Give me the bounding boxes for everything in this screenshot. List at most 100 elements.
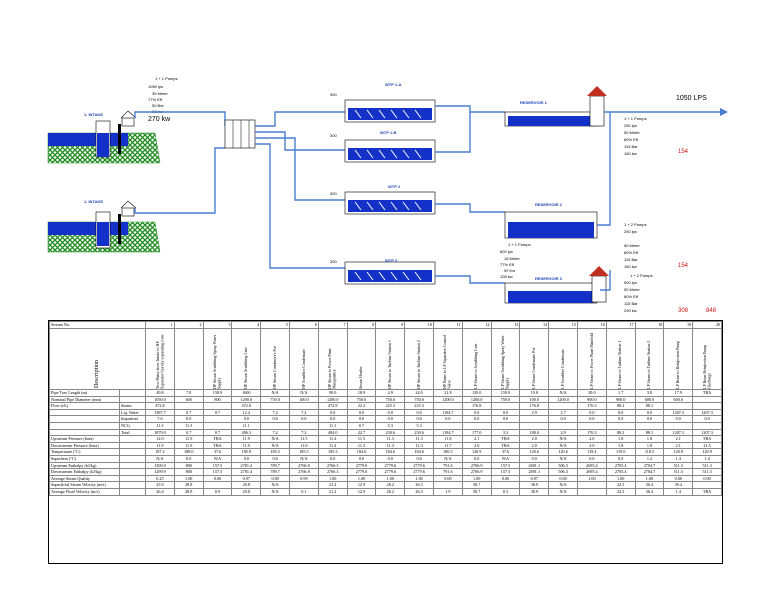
pump-r3-line-6: 290 kw: [624, 308, 637, 313]
table-cell: N/A: [548, 481, 578, 489]
table-cell: 185.5: [289, 448, 319, 456]
row-sublabel: [118, 395, 147, 404]
table-cell: 1.9: [432, 487, 463, 496]
pump-r2-power: 154: [678, 263, 689, 269]
table-cell: 176.8: [519, 402, 550, 410]
table-cell: 0.0: [231, 415, 262, 423]
table-cell: 472.8: [145, 402, 175, 410]
stream-number: 12: [461, 321, 492, 329]
table-cell: 1207.3: [692, 428, 722, 437]
table-cell: 11.3: [145, 421, 175, 430]
pump-mid-line-3: 18 Meter: [504, 256, 520, 261]
table-cell: 0.9: [202, 487, 233, 496]
table-cell: 2704.7: [634, 468, 665, 476]
table-cell: 157.5: [202, 468, 233, 476]
table-cell: 0.97: [519, 474, 550, 483]
table-cell: 37.6: [490, 448, 521, 456]
table-cell: 38.9: [519, 487, 550, 496]
table-cell: 600.0: [634, 395, 665, 404]
table-cell: 0.0: [173, 415, 204, 423]
table-cell: 184.6: [346, 448, 377, 456]
table-cell: 21.8: [432, 389, 463, 397]
wtp-1b: 300 WTP 1-B: [330, 130, 436, 163]
table-cell: TBA: [202, 435, 233, 443]
table-cell: 187.2: [145, 448, 175, 456]
table-cell: 36.4: [634, 487, 665, 496]
stream-description: [173, 328, 204, 390]
table-cell: 21.2: [317, 487, 348, 496]
table-cell: 100.0: [519, 395, 550, 404]
table-cell: 58.7: [461, 487, 492, 496]
row-sublabel: Total: [118, 428, 147, 437]
stream-description-text: HP Brine to LP Separator Control Valve: [442, 334, 452, 389]
stream-description-text: HP Steam to Turbine Station 2: [415, 340, 421, 389]
table-cell: TBA: [202, 441, 233, 450]
table-cell: 511.3: [692, 468, 722, 476]
table-cell: 0.0: [346, 408, 377, 417]
stream-number: 18: [634, 321, 665, 329]
table-cell: 28.8: [173, 487, 204, 496]
total-output-flow: 1050 LPS: [676, 95, 707, 102]
table-cell: N/A: [289, 389, 319, 397]
wtp-1a: 300 WTP 1-A: [330, 82, 436, 123]
table-cell: 11.3: [375, 441, 406, 450]
table-cell: 88.2: [605, 428, 636, 437]
reservoir-3-label: RESERVOIR 3: [535, 276, 563, 281]
table-cell: 3.3: [490, 428, 521, 437]
table-cell: 20.8: [231, 487, 262, 496]
pump-r3-line-1: 1 + 2 Pumps: [630, 273, 653, 278]
stream-description: LP Scrubber Condensate: [548, 328, 578, 390]
table-cell: 11.9: [231, 441, 262, 450]
table-cell: 2.0: [576, 435, 607, 443]
table-cell: 29.0: [576, 389, 607, 397]
table-cell: 2779.0: [346, 461, 377, 470]
stream-description: HP Steam Scrubbing Line: [231, 328, 262, 390]
table-cell: 0.97: [231, 474, 262, 483]
table-cell: 0.3: [490, 487, 521, 496]
wtp-1b-tag: 300: [330, 133, 337, 138]
table-cell: 119.0: [605, 448, 636, 456]
table-cell: [173, 402, 204, 410]
stream-description-text: LP Brine to Reinjection Pump: [675, 340, 681, 389]
table-cell: 750.0: [375, 395, 406, 404]
table-cell: 2779.6: [404, 461, 434, 470]
table-cell: [490, 481, 521, 489]
reservoir-3: RESERVOIR 3: [504, 266, 609, 304]
table-cell: [202, 415, 233, 423]
row-label: Superheat (°C): [49, 454, 120, 463]
table-cell: 750.0: [346, 395, 377, 404]
stream-description-text: LP Steam to Power Plant Manifold: [588, 333, 594, 389]
stream-description-text: HP Steam Scrubbing Line: [243, 347, 249, 389]
row-sublabel: [118, 468, 147, 476]
table-cell: 88.1: [634, 428, 665, 437]
row-sublabel: [118, 487, 147, 496]
table-cell: 120.6: [519, 448, 550, 456]
table-cell: 230.6: [404, 428, 434, 437]
wtp-feed-pipes: [255, 111, 345, 269]
row-label: [49, 428, 120, 437]
table-cell: 2779.6: [375, 468, 406, 476]
table-cell: TBA: [692, 487, 722, 496]
table-cell: [576, 481, 607, 489]
stream-number: 2: [173, 321, 204, 329]
table-cell: 11.3: [173, 421, 204, 430]
table-cell: 2779.6: [375, 461, 406, 470]
table-cell: 157.5: [490, 468, 521, 476]
pump-mid-line-4: 77% Eff: [500, 262, 515, 267]
pump-r3-power-2: 848: [706, 308, 717, 314]
table-cell: 1.8: [634, 441, 665, 450]
table-cell: 36.4: [634, 481, 665, 489]
pump-r2-line-4: 50 Meter: [624, 243, 640, 248]
stream-description: HP Scrubber Condensate: [289, 328, 319, 390]
table-cell: 2691.1: [519, 461, 550, 470]
table-cell: N/A: [548, 435, 578, 443]
table-cell: 118.5: [634, 448, 665, 456]
table-cell: 1.4: [663, 454, 694, 463]
table-cell: 1299.9: [145, 468, 175, 476]
table-cell: 0.0: [605, 408, 636, 417]
table-cell: 39.4: [663, 481, 694, 489]
